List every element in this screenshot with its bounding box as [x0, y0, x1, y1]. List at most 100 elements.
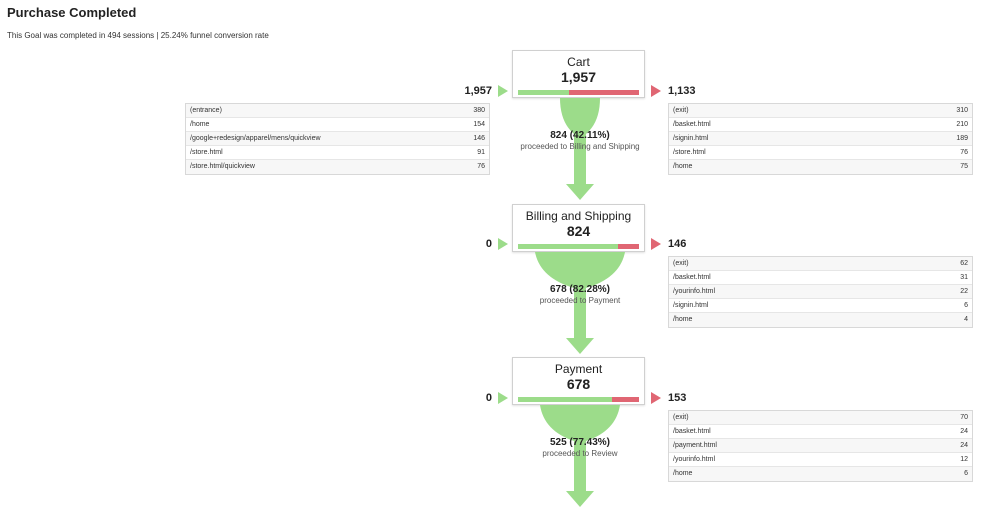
entrance-sources-table: (entrance) 380 /home 154 /google+redesign/… [185, 103, 490, 175]
table-row[interactable]: /store.html 91 [186, 146, 489, 160]
row-value: 75 [960, 163, 968, 170]
table-row[interactable]: (exit)62 [669, 257, 972, 271]
row-value: 70 [960, 414, 968, 421]
stage-entrances: 0 [485, 238, 492, 250]
entrance-arrow-icon [498, 85, 508, 97]
stage-progress-fill [518, 244, 618, 249]
exit-arrow-icon [651, 392, 661, 404]
row-value: 12 [960, 456, 968, 463]
row-label: /store.html/quickview [190, 163, 255, 170]
exit-destinations-table: (exit) 310 /basket.html 210 /signin.html 18… [668, 103, 973, 175]
funnel-connector [560, 98, 600, 200]
row-label: /google+redesign/apparel/mens/quickview [190, 135, 321, 142]
table-row[interactable]: /signin.html 6 [669, 299, 972, 313]
proceed-count: 678 (82.28%) [549, 284, 611, 295]
row-label: (entrance) [190, 107, 222, 114]
stage-entrances: 1,957 [464, 85, 492, 97]
row-value: 310 [956, 107, 968, 114]
stage-name: Cart [567, 55, 590, 69]
row-label: /signin.html [673, 135, 709, 142]
proceed-text: proceeded to Review [542, 449, 618, 458]
stage-count: 824 [566, 223, 591, 239]
row-value: 189 [956, 135, 968, 142]
table-row[interactable]: (exit) 310 [669, 104, 972, 118]
row-value: 380 [473, 107, 485, 114]
stage-progress-bar [518, 90, 639, 95]
stage-name: Payment [554, 362, 603, 376]
row-value: 91 [477, 149, 485, 156]
row-label: /yourinfo.html [673, 456, 716, 463]
table-row[interactable]: (exit) 70 [669, 411, 972, 425]
row-label: (exit) [673, 414, 689, 421]
row-value: 6 [964, 302, 968, 309]
page-subtitle: This Goal was completed in 494 sessions … [7, 31, 269, 40]
table-row[interactable]: /home 6 [669, 467, 972, 481]
table-row[interactable]: /yourinfo.html 12 [669, 453, 972, 467]
stage-exits: 146 [668, 238, 687, 250]
entrance-arrow-icon [498, 392, 508, 404]
row-label: /home [190, 121, 210, 128]
row-label: /signin.html [673, 302, 709, 309]
stage-count: 678 [566, 376, 591, 392]
stage-cart[interactable]: Cart 1,957 [512, 50, 645, 98]
row-label: /basket.html [673, 121, 711, 128]
funnel-connector [540, 405, 620, 507]
row-value: 210 [956, 121, 968, 128]
row-label: /payment.html [673, 442, 717, 449]
table-row[interactable]: /google+redesign/apparel/mens/quickview 1… [186, 132, 489, 146]
proceed-text: proceeded to Billing and Shipping [520, 142, 640, 151]
exit-arrow-icon [651, 85, 661, 97]
entrance-arrow-icon [498, 238, 508, 250]
row-value: 62 [960, 260, 968, 267]
row-value: 4 [964, 316, 968, 323]
funnel-conversion: 525 (77.43%) proceeded to Review [500, 437, 660, 459]
row-label: /home [673, 470, 693, 477]
page-title: Purchase Completed [7, 5, 137, 20]
row-value: 24 [960, 428, 968, 435]
row-label: /home [673, 163, 693, 170]
row-value: 154 [473, 121, 485, 128]
stage-progress-bar [518, 244, 639, 249]
table-row[interactable]: /home 4 [669, 313, 972, 327]
table-row[interactable]: /home 75 [669, 160, 972, 174]
proceed-count: 525 (77.43%) [549, 437, 611, 448]
stage-entrances: 0 [485, 392, 492, 404]
stage-progress-fill [518, 90, 569, 95]
table-row[interactable]: /payment.html 24 [669, 439, 972, 453]
funnel-conversion: 678 (82.28%) proceeded to Payment [500, 284, 660, 306]
table-row[interactable]: /store.html/quickview 76 [186, 160, 489, 174]
proceed-text: proceeded to Payment [539, 296, 621, 305]
row-label: (exit) [673, 107, 689, 114]
stage-exits: 153 [668, 392, 687, 404]
row-label: /store.html [673, 149, 706, 156]
table-row[interactable]: (entrance) 380 [186, 104, 489, 118]
stage-progress-fill [518, 397, 612, 402]
row-value: 6 [964, 470, 968, 477]
table-row[interactable]: /yourinfo.html 22 [669, 285, 972, 299]
stage-name: Billing and Shipping [525, 209, 632, 223]
table-row[interactable]: /basket.html 210 [669, 118, 972, 132]
row-label: /home [673, 316, 693, 323]
exit-arrow-icon [651, 238, 661, 250]
table-row[interactable]: /signin.html 189 [669, 132, 972, 146]
funnel-conversion: 824 (42.11%) proceeded to Billing and Sh… [500, 130, 660, 152]
row-label: /yourinfo.html [673, 288, 716, 295]
row-label: /store.html [190, 149, 223, 156]
stage-billing-and-shipping[interactable]: Billing and Shipping 824 [512, 204, 645, 252]
row-value: 22 [960, 288, 968, 295]
funnel-connector [535, 252, 625, 354]
stage-count: 1,957 [560, 69, 597, 85]
proceed-count: 824 (42.11%) [550, 130, 610, 141]
table-row[interactable]: /home 154 [186, 118, 489, 132]
row-value: 146 [473, 135, 485, 142]
stage-payment[interactable]: Payment 678 [512, 357, 645, 405]
stage-exits: 1,133 [668, 85, 696, 97]
row-label: /basket.html [673, 274, 711, 281]
row-value: 24 [960, 442, 968, 449]
row-value: 76 [477, 163, 485, 170]
